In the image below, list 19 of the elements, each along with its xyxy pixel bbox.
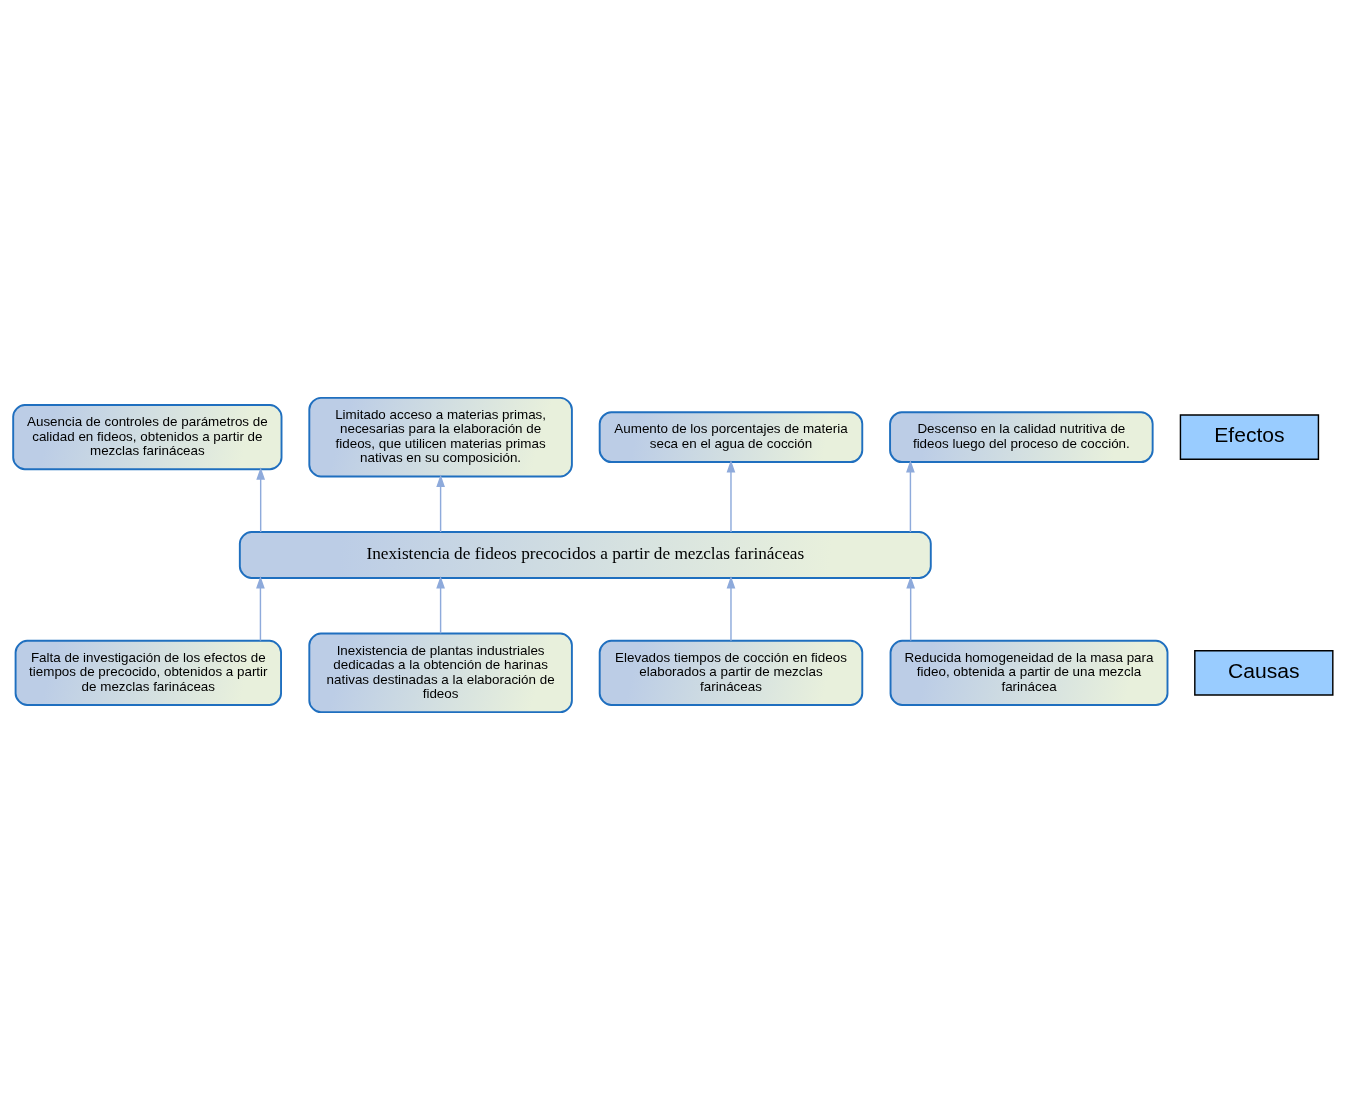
node-box: Efectos [1179, 413, 1320, 460]
arrow [726, 575, 736, 641]
arrow [436, 575, 445, 634]
node-box: Aumento de los porcentajes de materia seca en el agua de cocción [598, 410, 864, 463]
arrow [726, 459, 736, 533]
node-box: Elevados tiempos de cocción en fideos elaborados a partir de mezclas farináceas [598, 639, 864, 706]
node-box: Reducida homogeneidad de la masa para fideo, obtenida a partir de una mezcla farinácea [889, 639, 1169, 706]
node-box: Limitado acceso a materias primas, necesarias para la elaboración de fideos, que utilicen materias primas nativas en su composición. [308, 396, 573, 477]
arrow [906, 459, 915, 533]
arrow [436, 474, 445, 533]
node-box: Causas [1194, 649, 1334, 696]
node-box: Inexistencia de fideos precocidos a partir de mezclas farináceas [238, 530, 932, 579]
arrow [256, 575, 265, 641]
node-box: Inexistencia de plantas industriales dedicadas a la obtención de harinas nativas destinadas a la elaboración de fideos [308, 632, 573, 713]
node-box: Falta de investigación de los efectos de tiempos de precocido, obtenidos a partir de mezclas farináceas [14, 639, 282, 706]
node-box: Descenso en la calidad nutritiva de fideos luego del proceso de cocción. [889, 410, 1154, 463]
arrow [256, 466, 266, 533]
arrow [906, 575, 916, 641]
node-box: Ausencia de controles de parámetros de calidad en fideos, obtenidos a partir de mezclas farináceas [12, 403, 283, 470]
